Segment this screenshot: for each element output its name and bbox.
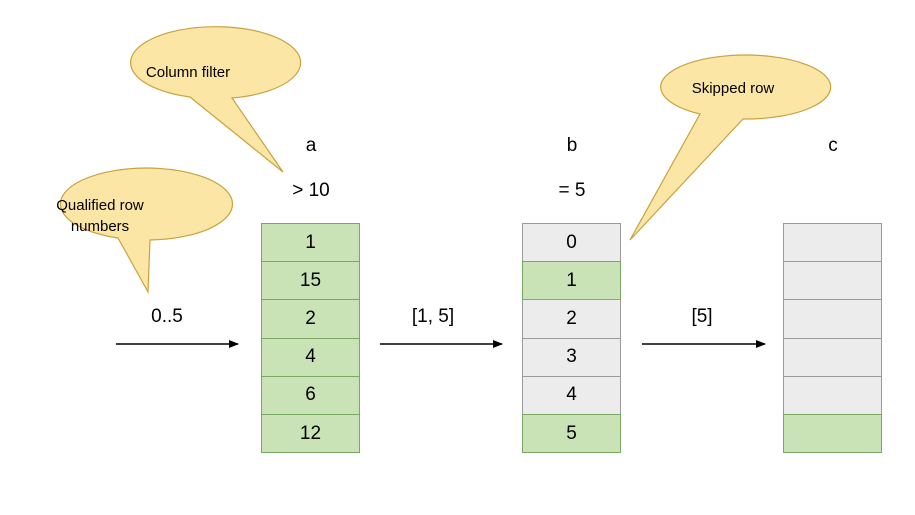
column-a-name: a bbox=[305, 135, 317, 156]
column-b: 0 1 2 3 4 5 bbox=[522, 223, 621, 454]
column-a-cell: 1 bbox=[261, 223, 360, 263]
column-a-cell: 15 bbox=[261, 261, 360, 301]
column-c-cell bbox=[783, 375, 882, 415]
column-b-filter: = 5 bbox=[558, 180, 586, 201]
column-c-cell bbox=[783, 413, 882, 454]
column-filter-callout-text: Column filter bbox=[145, 64, 231, 81]
column-b-cell: 5 bbox=[522, 413, 621, 454]
column-c bbox=[783, 223, 882, 454]
column-b-name: b bbox=[566, 135, 578, 156]
column-a-cell: 4 bbox=[261, 337, 360, 377]
column-filter-bubble bbox=[130, 26, 302, 173]
column-c-name: c bbox=[828, 135, 838, 156]
column-c-cell bbox=[783, 223, 882, 263]
column-a-cell: 2 bbox=[261, 299, 360, 339]
a-output-label: [1, 5] bbox=[411, 306, 455, 327]
column-a: 1 15 2 4 6 12 bbox=[261, 223, 360, 454]
qualified-rows-bubble bbox=[59, 167, 234, 295]
column-c-cell bbox=[783, 299, 882, 339]
input-range-label: 0..5 bbox=[151, 306, 183, 327]
column-b-cell: 2 bbox=[522, 299, 621, 339]
column-c-cell bbox=[783, 261, 882, 301]
column-b-cell: 4 bbox=[522, 375, 621, 415]
column-b-cell: 3 bbox=[522, 337, 621, 377]
qualified-rows-line1: Qualified row bbox=[56, 197, 144, 214]
column-b-cell: 0 bbox=[522, 223, 621, 263]
qualified-rows-line2: numbers bbox=[70, 218, 130, 235]
column-c-cell bbox=[783, 337, 882, 377]
b-output-label: [5] bbox=[691, 306, 713, 327]
qualified-rows-callout-text: Qualified row numbers bbox=[30, 195, 170, 237]
skipped-row-bubble bbox=[629, 54, 832, 241]
column-a-filter: > 10 bbox=[292, 180, 330, 201]
column-a-cell: 6 bbox=[261, 375, 360, 415]
skipped-row-callout-text: Skipped row bbox=[691, 80, 775, 97]
column-a-cell: 12 bbox=[261, 413, 360, 454]
column-b-cell: 1 bbox=[522, 261, 621, 301]
